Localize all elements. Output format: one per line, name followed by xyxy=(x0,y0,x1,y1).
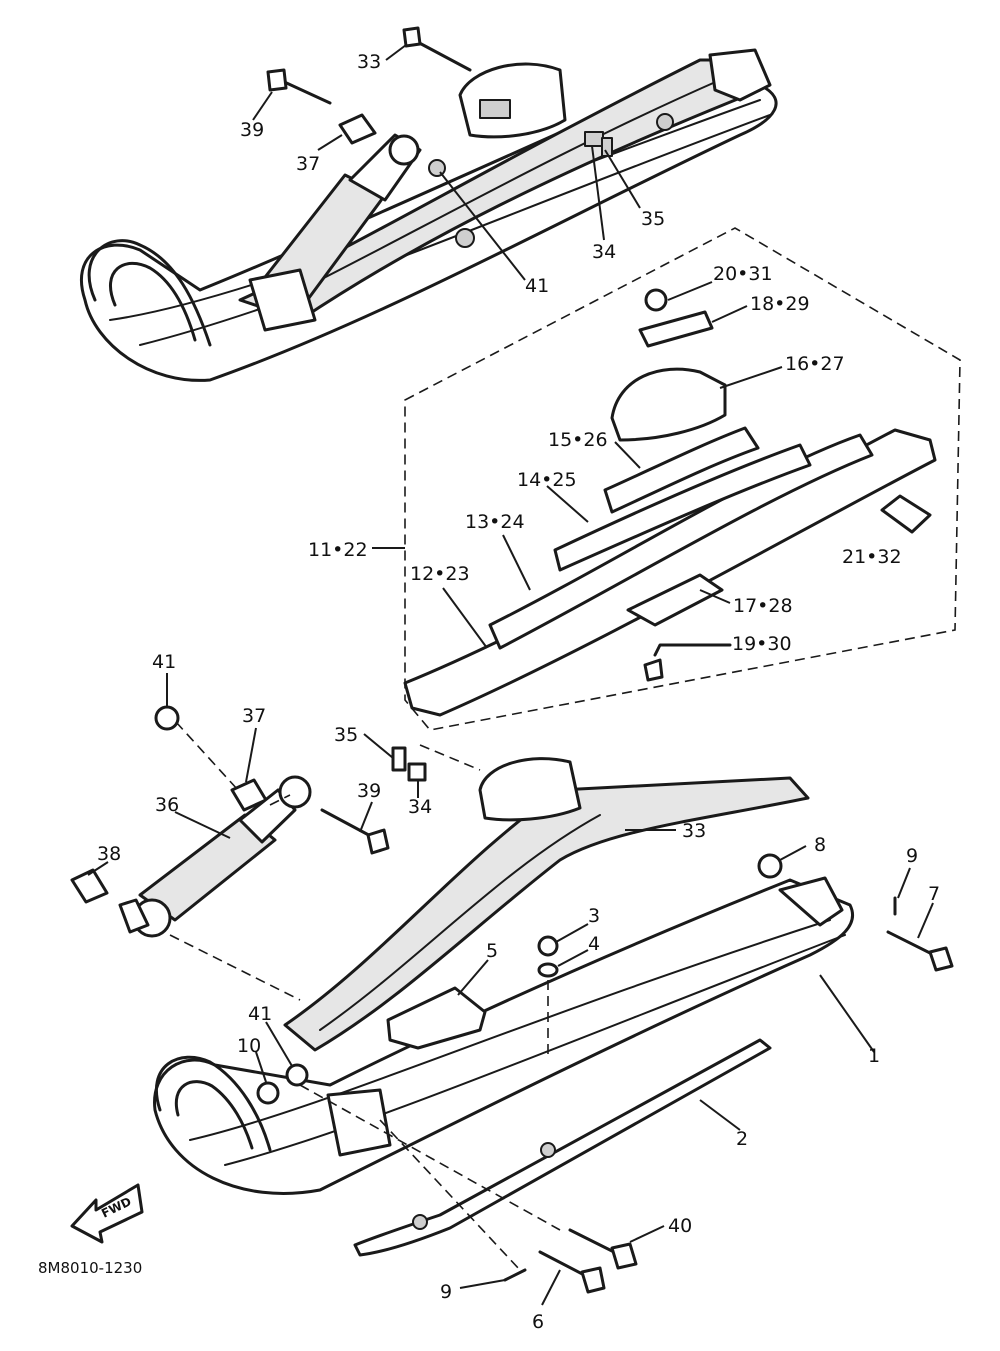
callout-34-mid: 34 xyxy=(408,796,432,818)
collar-38 xyxy=(70,868,109,904)
wear-rod-2 xyxy=(353,1038,772,1257)
callout-9-right: 9 xyxy=(906,845,918,867)
washer-4 xyxy=(537,962,559,978)
callout-13-24: 13•24 xyxy=(465,511,525,533)
spring-leaf-15 xyxy=(603,426,760,514)
nut-41-mid xyxy=(154,705,180,731)
spring-plate-18 xyxy=(638,310,714,348)
callout-11-22: 11•22 xyxy=(308,539,368,561)
callout-15-26: 15•26 xyxy=(548,429,608,451)
bolt-39-mid xyxy=(320,808,390,855)
top-stud-2 xyxy=(455,228,475,248)
callout-9-bottom: 9 xyxy=(440,1281,452,1303)
callout-21-32: 21•32 xyxy=(842,546,902,568)
callout-5: 5 xyxy=(486,940,498,962)
callout-19-30: 19•30 xyxy=(732,633,792,655)
spring-assembly-boundary xyxy=(404,227,961,731)
callout-34-top: 34 xyxy=(592,241,616,263)
callout-38: 38 xyxy=(97,843,121,865)
callout-35-top: 35 xyxy=(641,208,665,230)
top-ski-assembly xyxy=(79,48,778,382)
top-shock-absorber xyxy=(248,133,422,332)
callout-4: 4 xyxy=(588,933,600,955)
callout-17-28: 17•28 xyxy=(733,595,793,617)
top-bolt-33 xyxy=(402,26,472,72)
callout-39-mid: 39 xyxy=(357,780,381,802)
callout-41-top: 41 xyxy=(525,275,549,297)
shock-absorber-36 xyxy=(118,775,312,938)
callout-37-top: 37 xyxy=(296,153,320,175)
bottom-leaders xyxy=(255,829,934,1306)
callout-39-top: 39 xyxy=(240,119,264,141)
callout-36: 36 xyxy=(155,794,179,816)
callout-20-31: 20•31 xyxy=(713,263,773,285)
callout-40: 40 xyxy=(668,1215,692,1237)
top-bolt-39 xyxy=(266,68,332,105)
nut-3 xyxy=(537,935,559,957)
nut-10 xyxy=(256,1081,280,1105)
callout-7: 7 xyxy=(928,883,940,905)
callout-3: 3 xyxy=(588,905,600,927)
callout-37-mid: 37 xyxy=(242,705,266,727)
leaf-spring-stack xyxy=(403,288,937,717)
callout-12-23: 12•23 xyxy=(410,563,470,585)
pin-35-mid xyxy=(391,746,407,772)
callout-41-bottom: 41 xyxy=(248,1003,272,1025)
top-stud xyxy=(656,113,674,131)
top-bolt-34 xyxy=(584,131,604,147)
saddle-5 xyxy=(386,986,487,1050)
callout-2: 2 xyxy=(736,1128,748,1150)
mid-leaders xyxy=(87,673,481,1001)
top-collar-37 xyxy=(338,113,377,145)
callout-18-29: 18•29 xyxy=(750,293,810,315)
spring-saddle-16 xyxy=(610,367,727,442)
callout-8: 8 xyxy=(814,834,826,856)
callout-33-bottom: 33 xyxy=(682,820,706,842)
spring-nut-20 xyxy=(644,288,668,312)
spring-leaders xyxy=(372,281,783,649)
bolt-40 xyxy=(568,1228,638,1270)
callout-labels: 33 39 37 35 34 41 20•31 18•29 16•27 15•2… xyxy=(97,51,940,1333)
spring-clip-17 xyxy=(626,573,724,627)
pin-9-bottom xyxy=(503,1268,527,1282)
ski-1 xyxy=(153,878,854,1195)
spring-bolt-19 xyxy=(643,643,732,682)
top-leaders xyxy=(252,44,641,281)
top-nut-41 xyxy=(428,159,446,177)
spring-leaf-14 xyxy=(553,443,812,572)
bolt-6 xyxy=(538,1250,606,1294)
bottom-ski-assembly xyxy=(153,757,854,1257)
nut-8 xyxy=(757,853,783,879)
drawing-code: 8M8010-1230 xyxy=(38,1259,142,1277)
callout-16-27: 16•27 xyxy=(785,353,845,375)
bolt-7 xyxy=(886,930,954,972)
callout-14-25: 14•25 xyxy=(517,469,577,491)
callout-35-mid: 35 xyxy=(334,724,358,746)
bolt-34-mid xyxy=(407,762,427,782)
spring-collar-21 xyxy=(880,494,932,534)
callout-1: 1 xyxy=(868,1045,880,1067)
callout-6: 6 xyxy=(532,1311,544,1333)
callout-33-top: 33 xyxy=(357,51,381,73)
nut-41-bottom xyxy=(285,1063,309,1087)
forward-arrow-icon: FWD xyxy=(70,1183,144,1244)
callout-41-mid: 41 xyxy=(152,651,176,673)
top-pin-35 xyxy=(601,137,613,157)
callout-10: 10 xyxy=(237,1035,261,1057)
spring-leaf-13 xyxy=(488,433,874,650)
